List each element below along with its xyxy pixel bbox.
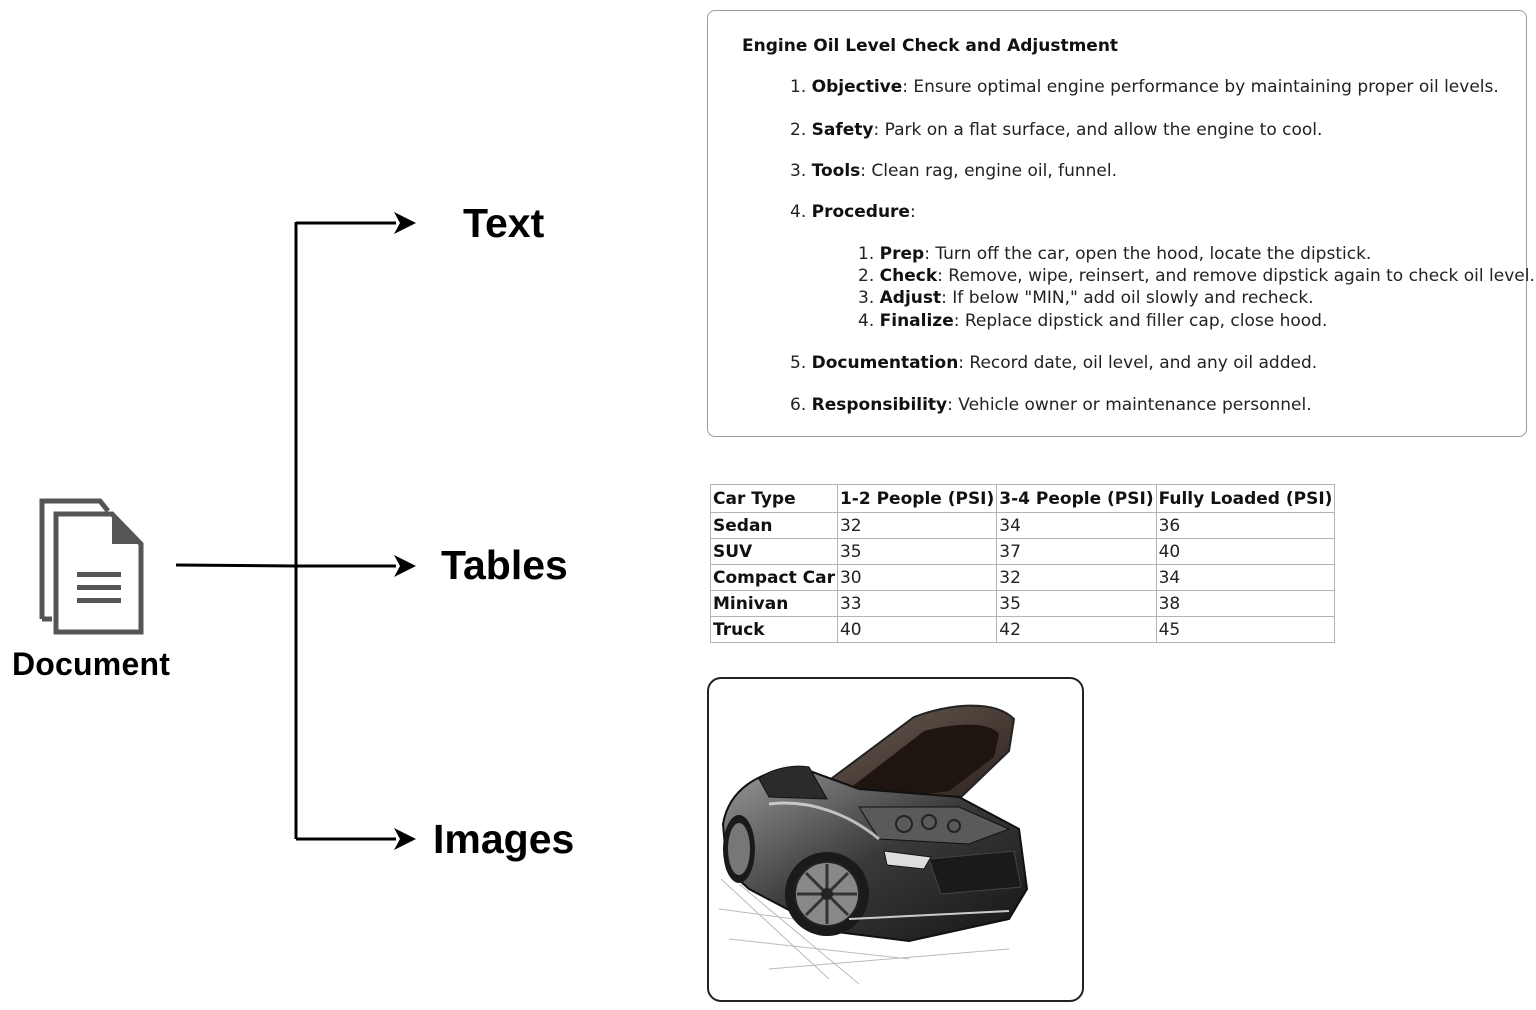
table-cell: 30 <box>836 564 998 591</box>
document-label: Document <box>12 646 171 682</box>
table-row: Sedan 32 34 36 <box>710 512 1336 539</box>
row-header: Sedan <box>710 512 838 539</box>
table-cell: 36 <box>1155 512 1336 539</box>
table-header-row: Car Type 1-2 People (PSI) 3-4 People (PS… <box>710 484 1336 513</box>
table-row: Compact Car 30 32 34 <box>710 564 1336 591</box>
list-item-documentation: 5. Documentation: Record date, oil level… <box>790 353 1317 373</box>
column-header: 3-4 People (PSI) <box>996 484 1157 513</box>
trunk-line <box>175 563 297 568</box>
table-cell: 42 <box>996 616 1157 643</box>
arrowhead-icon <box>394 555 416 577</box>
list-item-responsibility: 6. Responsibility: Vehicle owner or main… <box>790 395 1312 415</box>
step-number: 4. <box>858 311 875 331</box>
table-cell: 32 <box>996 564 1157 591</box>
table-cell: 38 <box>1155 590 1336 617</box>
table-cell: 35 <box>996 590 1157 617</box>
step-number: 3. <box>858 288 875 308</box>
item-number: 1. <box>790 77 807 97</box>
item-number: 6. <box>790 395 807 415</box>
item-description: : Vehicle owner or maintenance personnel… <box>947 395 1312 415</box>
step-term: Check <box>879 266 938 286</box>
column-header: Car Type <box>710 484 838 513</box>
row-header: Compact Car <box>710 564 838 591</box>
table-cell: 32 <box>836 512 998 539</box>
item-description: : <box>909 202 916 222</box>
step-number: 2. <box>858 266 875 286</box>
item-description: : Park on a flat surface, and allow the … <box>873 120 1323 140</box>
step-term: Finalize <box>879 311 954 331</box>
step-term: Prep <box>879 244 925 264</box>
procedure-step-finalize: 4. Finalize: Replace dipstick and filler… <box>858 311 1327 331</box>
table-cell: 34 <box>1155 564 1336 591</box>
branch-label-text: Text <box>463 200 545 246</box>
list-item-procedure: 4. Procedure: <box>790 202 916 222</box>
step-description: : Turn off the car, open the hood, locat… <box>924 244 1372 264</box>
item-term: Documentation <box>811 353 959 373</box>
table-cell: 40 <box>836 616 998 643</box>
item-description: : Record date, oil level, and any oil ad… <box>958 353 1318 373</box>
row-header: Minivan <box>710 590 838 617</box>
table-row: SUV 35 37 40 <box>710 538 1336 565</box>
column-header: Fully Loaded (PSI) <box>1155 484 1336 513</box>
item-term: Tools <box>811 161 861 181</box>
item-number: 2. <box>790 120 807 140</box>
item-number: 3. <box>790 161 807 181</box>
step-description: : Remove, wipe, reinsert, and remove dip… <box>937 266 1535 286</box>
table-cell: 34 <box>996 512 1157 539</box>
item-description: : Ensure optimal engine performance by m… <box>902 77 1499 97</box>
connector-arrows <box>175 212 416 850</box>
step-term: Adjust <box>879 288 942 308</box>
item-term: Safety <box>811 120 874 140</box>
step-number: 1. <box>858 244 875 264</box>
text-example-card: Engine Oil Level Check and Adjustment 1.… <box>707 10 1535 437</box>
procedure-step-check: 2. Check: Remove, wipe, reinsert, and re… <box>858 266 1535 286</box>
item-term: Procedure <box>811 202 910 222</box>
table-cell: 37 <box>996 538 1157 565</box>
table-cell: 40 <box>1155 538 1336 565</box>
item-description: : Clean rag, engine oil, funnel. <box>860 161 1118 181</box>
procedure-step-adjust: 3. Adjust: If below "MIN," add oil slowl… <box>858 288 1314 308</box>
table-cell: 33 <box>836 590 998 617</box>
item-term: Objective <box>811 77 903 97</box>
arrowhead-icon <box>394 212 416 234</box>
item-number: 5. <box>790 353 807 373</box>
tire-pressure-table: Car Type 1-2 People (PSI) 3-4 People (PS… <box>710 484 1336 643</box>
branch-label-tables: Tables <box>441 542 568 588</box>
list-item-safety: 2. Safety: Park on a flat surface, and a… <box>790 120 1322 140</box>
table-row: Minivan 33 35 38 <box>710 590 1336 617</box>
row-header: SUV <box>710 538 838 565</box>
car-sketch-image <box>718 704 1029 985</box>
item-number: 4. <box>790 202 807 222</box>
step-description: : If below "MIN," add oil slowly and rec… <box>941 288 1314 308</box>
item-term: Responsibility <box>811 395 948 415</box>
column-header: 1-2 People (PSI) <box>836 484 998 513</box>
image-example-card <box>707 677 1084 1002</box>
procedure-step-prep: 1. Prep: Turn off the car, open the hood… <box>858 244 1371 264</box>
branch-label-images: Images <box>433 816 575 862</box>
document-icon <box>39 498 144 635</box>
list-item-objective: 1. Objective: Ensure optimal engine perf… <box>790 77 1499 97</box>
table-cell: 35 <box>836 538 998 565</box>
table-row: Truck 40 42 45 <box>710 616 1336 643</box>
row-header: Truck <box>710 616 838 643</box>
step-description: : Replace dipstick and filler cap, close… <box>953 311 1328 331</box>
table-cell: 45 <box>1155 616 1336 643</box>
card-title: Engine Oil Level Check and Adjustment <box>742 36 1119 56</box>
arrowhead-icon <box>394 828 416 850</box>
list-item-tools: 3. Tools: Clean rag, engine oil, funnel. <box>790 161 1117 181</box>
